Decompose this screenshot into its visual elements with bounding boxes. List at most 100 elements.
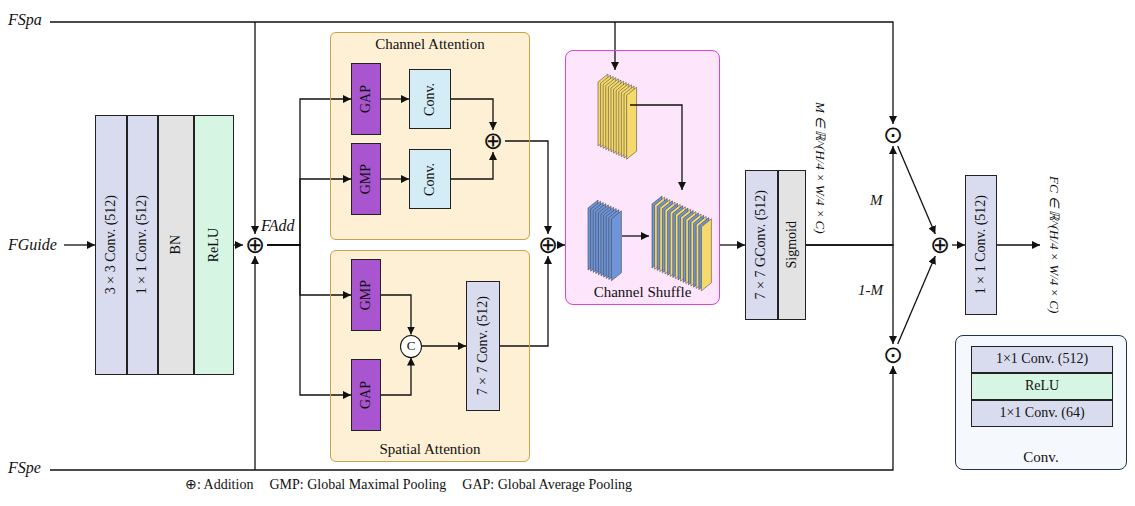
pooling-block: GAP [351,359,381,431]
connector-arrow [381,295,411,335]
conv-block: 3×3 Conv. (512) [95,115,127,375]
group-fill [565,50,720,305]
node-text: GAP [358,85,374,113]
node-text: Conv. [422,83,438,116]
connector-arrow [720,244,745,245]
signal-wire [622,235,649,236]
group-fill [955,335,1127,470]
shape-label: FC ∈ ℝ^(H/4×W/4×C) [1046,176,1062,313]
key-text: ⊕: Addition [185,477,253,493]
signal-wire [254,256,255,470]
node-text: ReLU [206,228,222,262]
connector-arrow [381,178,409,179]
connector-arrow [267,245,351,395]
connector-arrow [422,345,466,346]
connector-arrow [806,245,893,344]
connector-arrow [381,358,411,396]
legend-box: Conv. 1×1 Conv. (512) ReLU 1×1 Conv. (64) [955,335,1127,470]
pooling-block: GAP [351,63,381,135]
signal-wire [64,244,95,245]
attention-group: Spatial Attention GMP GAP C 7×7 Conv. (512) [330,250,530,462]
pooling-block: GMP [351,259,381,331]
node-text: GMP [358,164,374,194]
conv-block: Conv. [409,69,451,129]
signal-wire [254,22,255,234]
node-text: 7×7 GConv. (512) [753,190,769,299]
node-text: Channel Attention [375,33,485,56]
relu-block: ReLU [971,373,1113,400]
node-text: ⊙ [883,344,903,366]
node-text: Conv. [1023,446,1058,469]
addition-symbol: ⊕ [243,234,267,256]
node-text: 1×1 Conv. (512) [973,195,989,294]
connector-arrow [451,99,493,130]
conv-block: 1×1 Conv. (512) [127,115,158,375]
node-text: 1×1 Conv. (512) [996,351,1088,367]
edge-label: 1-M [856,282,885,299]
shuffle-group: Channel Shuffle [565,50,720,305]
input-label: FSpa [8,11,42,29]
shuffle-illustration [588,74,711,291]
group-fill [330,250,530,462]
connector-arrow [451,152,493,179]
node-text: 7×7 Conv. (512) [475,296,491,395]
signal-wire [50,22,893,124]
signal-wire [997,244,1040,245]
symbol-key: ⊕: Addition GMP: Global Maximal Pooling GA… [185,477,632,493]
conv-block: 1×1 Conv. (512) [971,346,1113,373]
connector-arrow [267,179,351,245]
node-text: C [407,339,416,354]
concat-symbol: C [400,335,422,358]
node-text: 1×1 Conv. (512) [134,195,150,294]
signal-wire [614,22,615,70]
connector-arrow [898,146,936,234]
key-text: GAP: Global Average Pooling [462,477,632,493]
node-text: 3×3 Conv. (512) [103,195,119,294]
node-text: ⊕ [245,234,265,256]
node-text: GAP [358,381,374,409]
edge-label: M [868,192,885,209]
conv-block: Conv. [409,149,451,209]
connector-arrow [267,245,351,295]
connector-arrow [500,256,548,346]
conv-block: 1×1 Conv. (512) [965,175,997,315]
node-text: ReLU [1025,378,1059,394]
node-text: BN [168,235,184,254]
input-label: FGuide [8,236,57,254]
connector-arrow [505,141,548,234]
sigmoid-block: Sigmoid [778,170,806,320]
addition-symbol: ⊕ [481,130,505,152]
node-text: GMP [358,280,374,310]
node-text: Spatial Attention [379,438,480,461]
addition-symbol: ⊕ [928,234,952,256]
pooling-block: GMP [351,143,381,215]
gconv-block: 7×7 GConv. (512) [745,170,778,320]
connector-arrow [898,256,936,344]
node-text: Conv. [422,163,438,196]
multiply-symbol: ⊙ [881,124,905,146]
shape-label: M ∈ ℝ^(H/4×W/4×C) [812,102,828,234]
signal-wire [630,105,682,190]
addition-symbol: ⊕ [536,234,560,256]
feature-label: FAdd [261,217,294,235]
connector-arrow [952,244,965,245]
conv-block: 7×7 Conv. (512) [466,281,500,411]
key-text: GMP: Global Maximal Pooling [269,477,446,493]
node-text: Sigmoid [784,221,800,268]
input-label: FSpe [8,459,41,477]
node-text: 1×1 Conv. (64) [999,405,1084,421]
feature-slice [627,87,637,159]
node-text: ⊕ [538,234,558,256]
node-text: Channel Shuffle [594,281,692,304]
connector-arrow [234,244,243,245]
node-text: ⊕ [930,234,950,256]
feature-slice [701,219,711,291]
relu-block: ReLU [194,115,234,375]
node-text: ⊕ [483,130,503,152]
connector-arrow [381,98,409,99]
multiply-symbol: ⊙ [881,344,905,366]
feature-slice [611,211,621,281]
group-fill [330,32,530,240]
